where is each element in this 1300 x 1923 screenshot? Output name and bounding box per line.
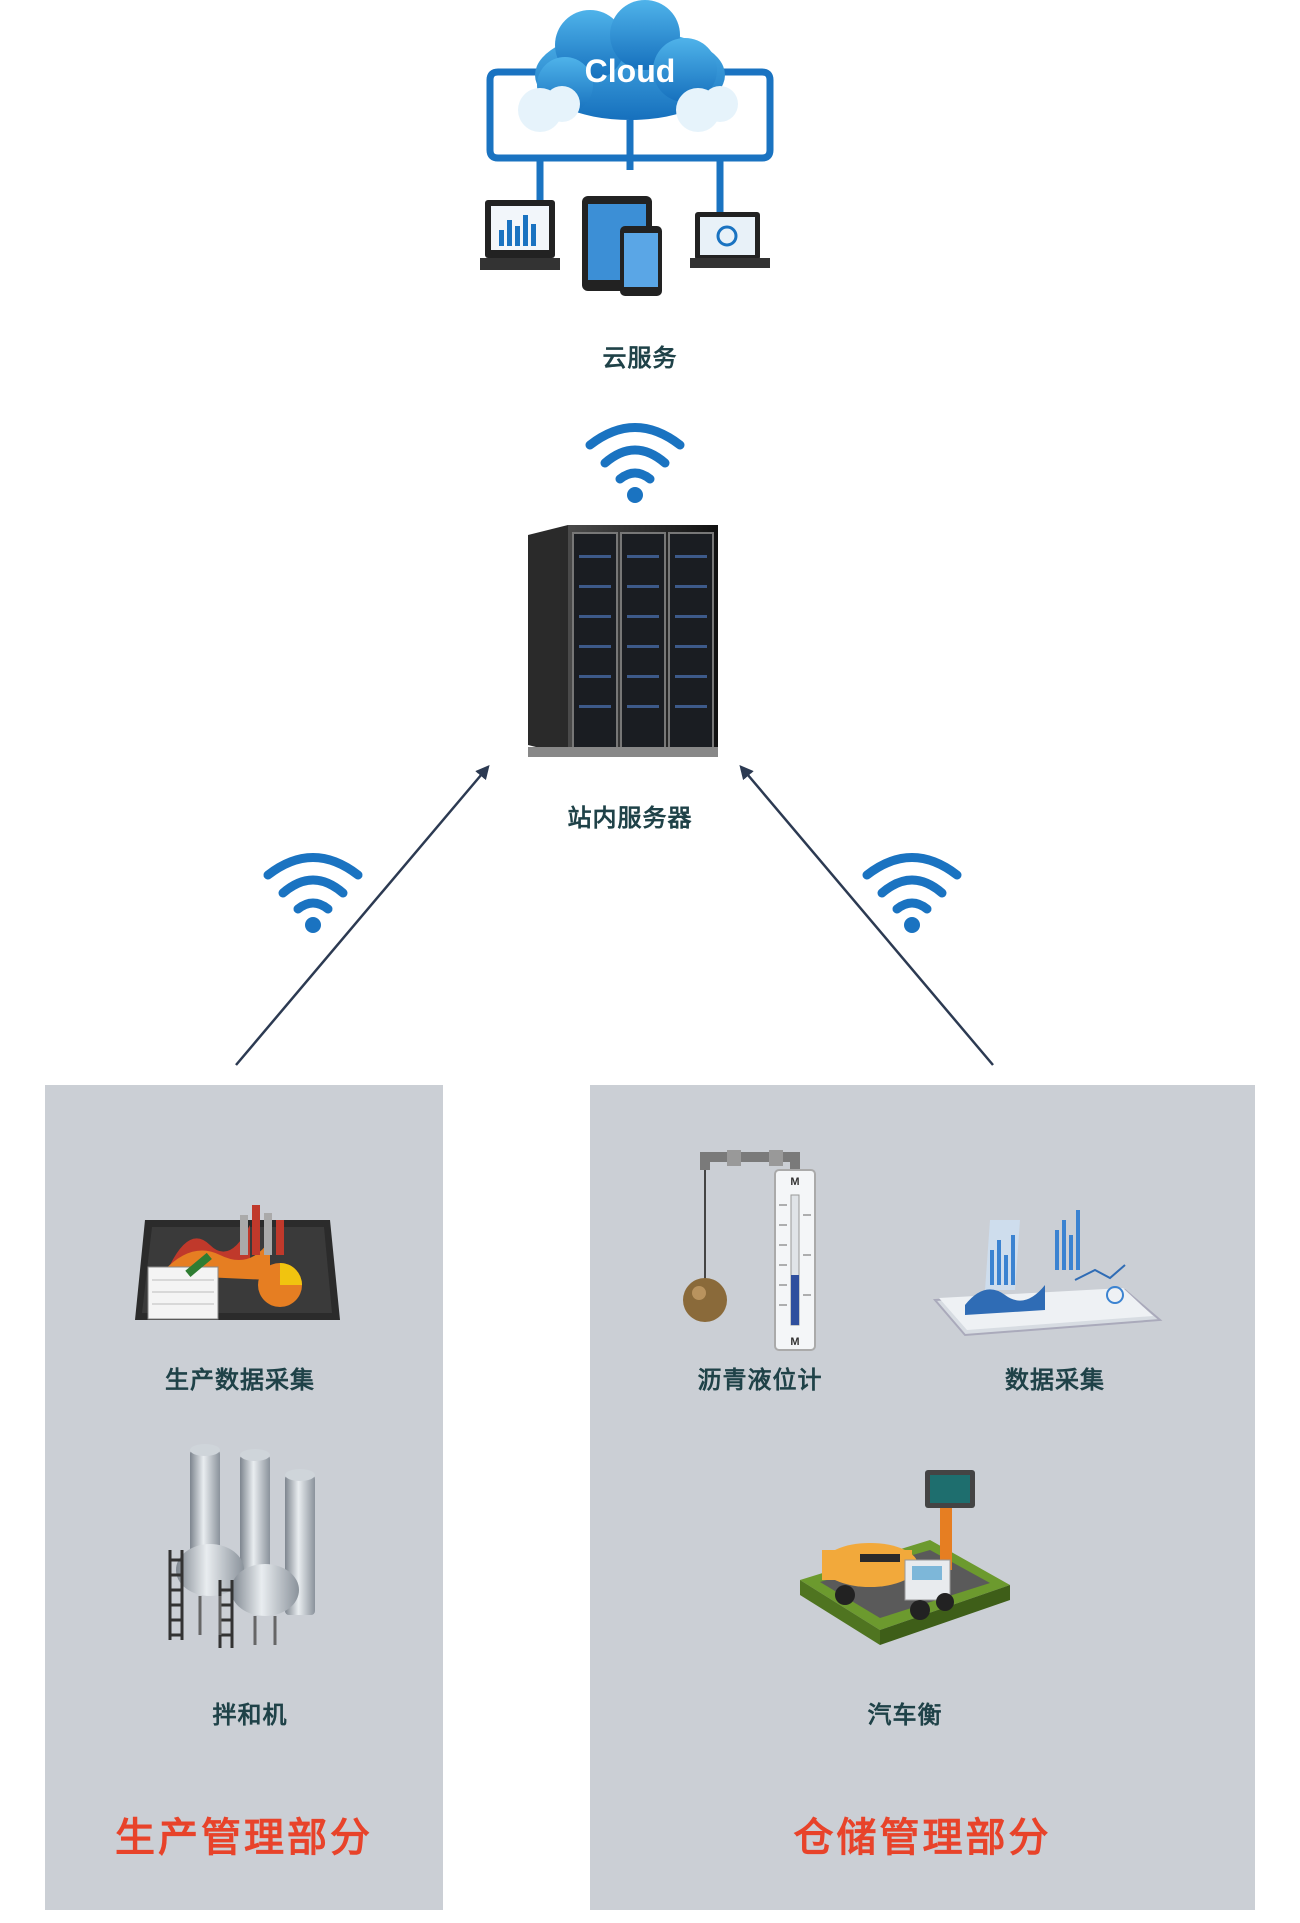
data-collection-label: 数据采集 (1005, 1366, 1105, 1394)
warehouse-section-title: 仓储管理部分 (793, 1815, 1052, 1861)
cloud-devices-illustration: Cloud (485, 0, 774, 296)
level-gauge-label: 沥青液位计 (697, 1366, 823, 1394)
device-bases (480, 258, 770, 270)
mixing-plant-icon (168, 1444, 315, 1648)
wifi-icon (585, 423, 685, 503)
mixing-plant-label: 拌和机 (212, 1701, 288, 1729)
tablet-phone-icon (582, 196, 662, 296)
production-section-title: 生产管理部分 (115, 1815, 373, 1861)
laptop-icon (695, 212, 760, 260)
cloud-service-label: 云服务 (602, 344, 678, 372)
wifi-icon (263, 853, 363, 933)
production-data-label: 生产数据采集 (165, 1366, 315, 1394)
cloud-icon (518, 0, 738, 132)
truck-scale-icon (800, 1470, 1010, 1645)
cloud-text: Cloud (585, 53, 676, 89)
level-gauge-icon: M M (683, 1150, 816, 1351)
server-rack-icon (528, 525, 718, 757)
truck-scale-label: 汽车衡 (867, 1701, 943, 1729)
server-label: 站内服务器 (567, 804, 693, 832)
svg-text:M: M (790, 1176, 799, 1188)
svg-text:M: M (790, 1336, 799, 1348)
production-data-tablet-icon (135, 1205, 340, 1320)
desktop-monitor-icon (485, 200, 555, 258)
warehouse-panel (590, 1085, 1255, 1910)
data-collection-tablet-icon (932, 1210, 1163, 1337)
wifi-icon (862, 853, 962, 933)
